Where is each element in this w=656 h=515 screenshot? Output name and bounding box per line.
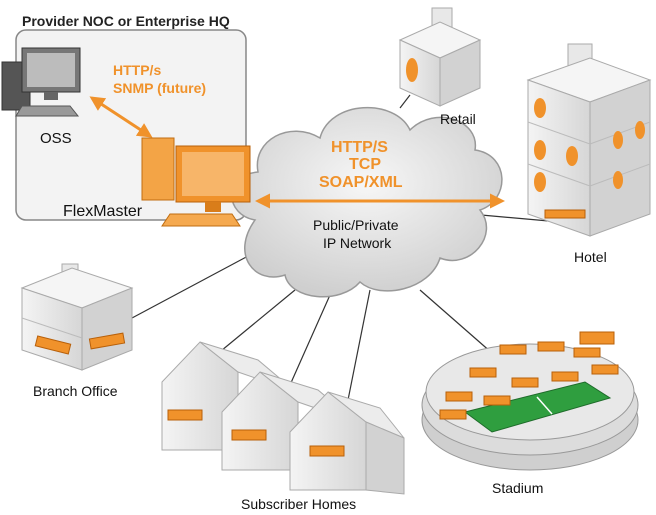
- branch-office-label: Branch Office: [33, 383, 118, 399]
- stadium-icon: [421, 331, 639, 471]
- network-label-line-1: Public/Private: [313, 217, 399, 233]
- provider-box-title: Provider NOC or Enterprise HQ: [22, 13, 230, 29]
- oss-protocol-snmp: SNMP (future): [113, 80, 207, 96]
- oss-protocol-http: HTTP/s: [113, 62, 162, 78]
- subscriber-homes-icon: [161, 341, 405, 495]
- oss-label: OSS: [40, 130, 72, 147]
- hotel-label: Hotel: [574, 249, 607, 265]
- subscriber-homes-label: Subscriber Homes: [241, 496, 357, 512]
- branch-office-building-icon: [20, 263, 134, 371]
- cloud-protocol-soap: SOAP/XML: [319, 174, 403, 191]
- flexmaster-label: FlexMaster: [63, 203, 143, 220]
- flexmaster-computer-icon: [141, 137, 251, 227]
- hotel-building-icon: [526, 43, 652, 237]
- cloud-protocol-tcp: TCP: [349, 156, 381, 173]
- network-label-line-2: IP Network: [323, 235, 392, 251]
- stadium-label: Stadium: [492, 480, 544, 496]
- oss-flexmaster-arrow: [89, 96, 153, 138]
- retail-label: Retail: [440, 111, 476, 127]
- retail-building-icon: [398, 7, 482, 107]
- oss-computer-icon: [1, 47, 81, 117]
- cloud-protocol-https: HTTP/S: [331, 139, 388, 156]
